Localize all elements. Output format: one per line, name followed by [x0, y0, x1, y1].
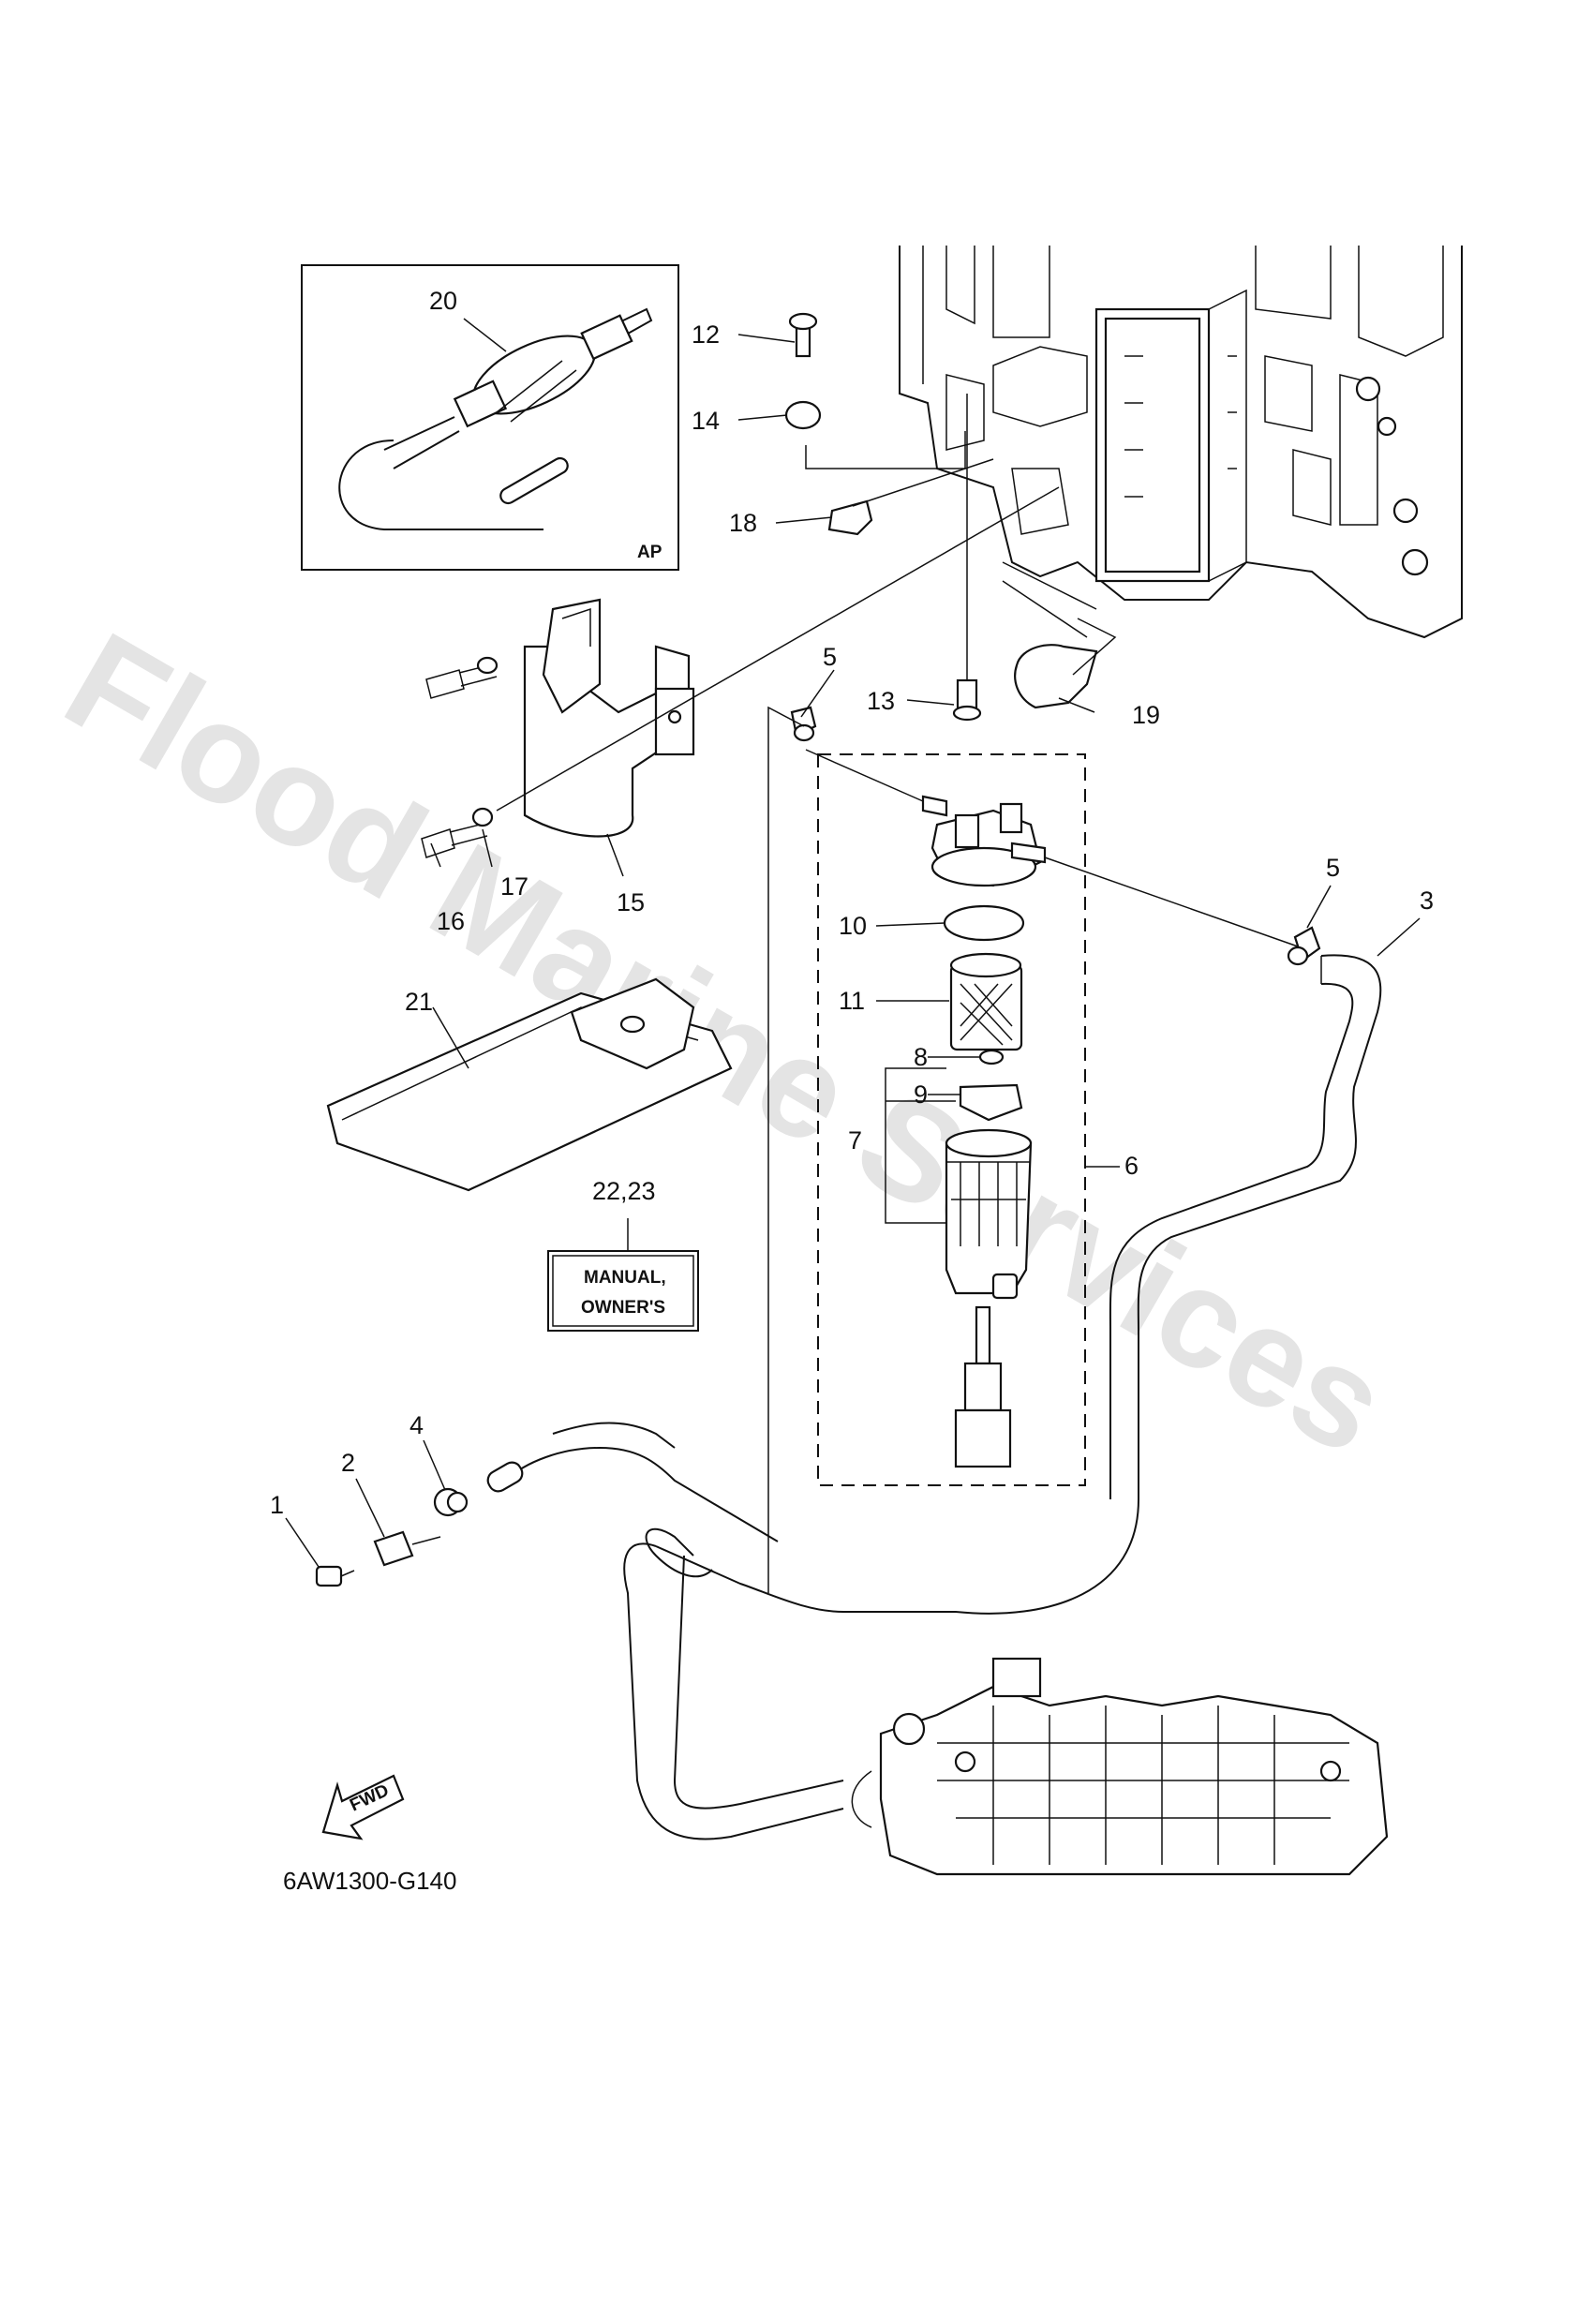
callout-20: 20	[429, 287, 457, 315]
callout-15: 15	[617, 888, 645, 916]
callout-2: 2	[341, 1449, 355, 1477]
engine-block-illustration	[899, 246, 1463, 639]
callout-12: 12	[692, 320, 720, 349]
callout-9: 9	[914, 1080, 928, 1109]
filter-bracket	[421, 486, 1060, 858]
callout-labels: 1 2 3 4 5 5 6 7 8 9 10 11 12 13 14 15 16…	[270, 287, 1434, 1519]
manual-label-line1: MANUAL,	[584, 1268, 666, 1288]
callout-16: 16	[437, 907, 465, 935]
callout-19: 19	[1132, 701, 1160, 729]
inset-tag: AP	[637, 543, 662, 562]
callout-13: 13	[867, 687, 895, 715]
callout-17: 17	[500, 872, 528, 901]
callout-5b: 5	[1326, 854, 1340, 882]
vapor-separator-illustration	[851, 1657, 1389, 1876]
fuel-hose	[486, 954, 1382, 1840]
callout-6: 6	[1124, 1152, 1139, 1180]
callout-7: 7	[848, 1126, 862, 1155]
fwd-arrow-icon: FWD	[321, 1774, 405, 1840]
callout-18: 18	[729, 509, 757, 537]
callout-3: 3	[1420, 886, 1434, 915]
callout-22-23: 22,23	[592, 1177, 656, 1205]
tool-bag	[326, 977, 733, 1192]
lower-fittings	[315, 1487, 469, 1587]
callout-11: 11	[839, 987, 865, 1015]
callout-8: 8	[914, 1043, 928, 1071]
diagram-code: 6AW1300-G140	[283, 1867, 456, 1895]
watermark: Flood Marine Services	[41, 602, 1412, 1484]
manual-label-line2: OWNER'S	[581, 1298, 665, 1318]
grommet-bolt-parts	[784, 312, 1117, 722]
callout-1: 1	[270, 1491, 284, 1519]
callout-5a: 5	[823, 643, 837, 671]
callout-4: 4	[409, 1411, 424, 1439]
leader-lines	[285, 318, 1421, 1593]
fuel-filter-assembly	[805, 749, 1299, 1486]
primer-pump-inset: AP	[301, 264, 679, 571]
owners-manual-part: MANUAL, OWNER'S	[547, 1250, 699, 1332]
callout-10: 10	[839, 912, 867, 940]
callout-21: 21	[405, 988, 433, 1016]
callout-14: 14	[692, 407, 720, 435]
hose-clamps	[790, 706, 1321, 966]
